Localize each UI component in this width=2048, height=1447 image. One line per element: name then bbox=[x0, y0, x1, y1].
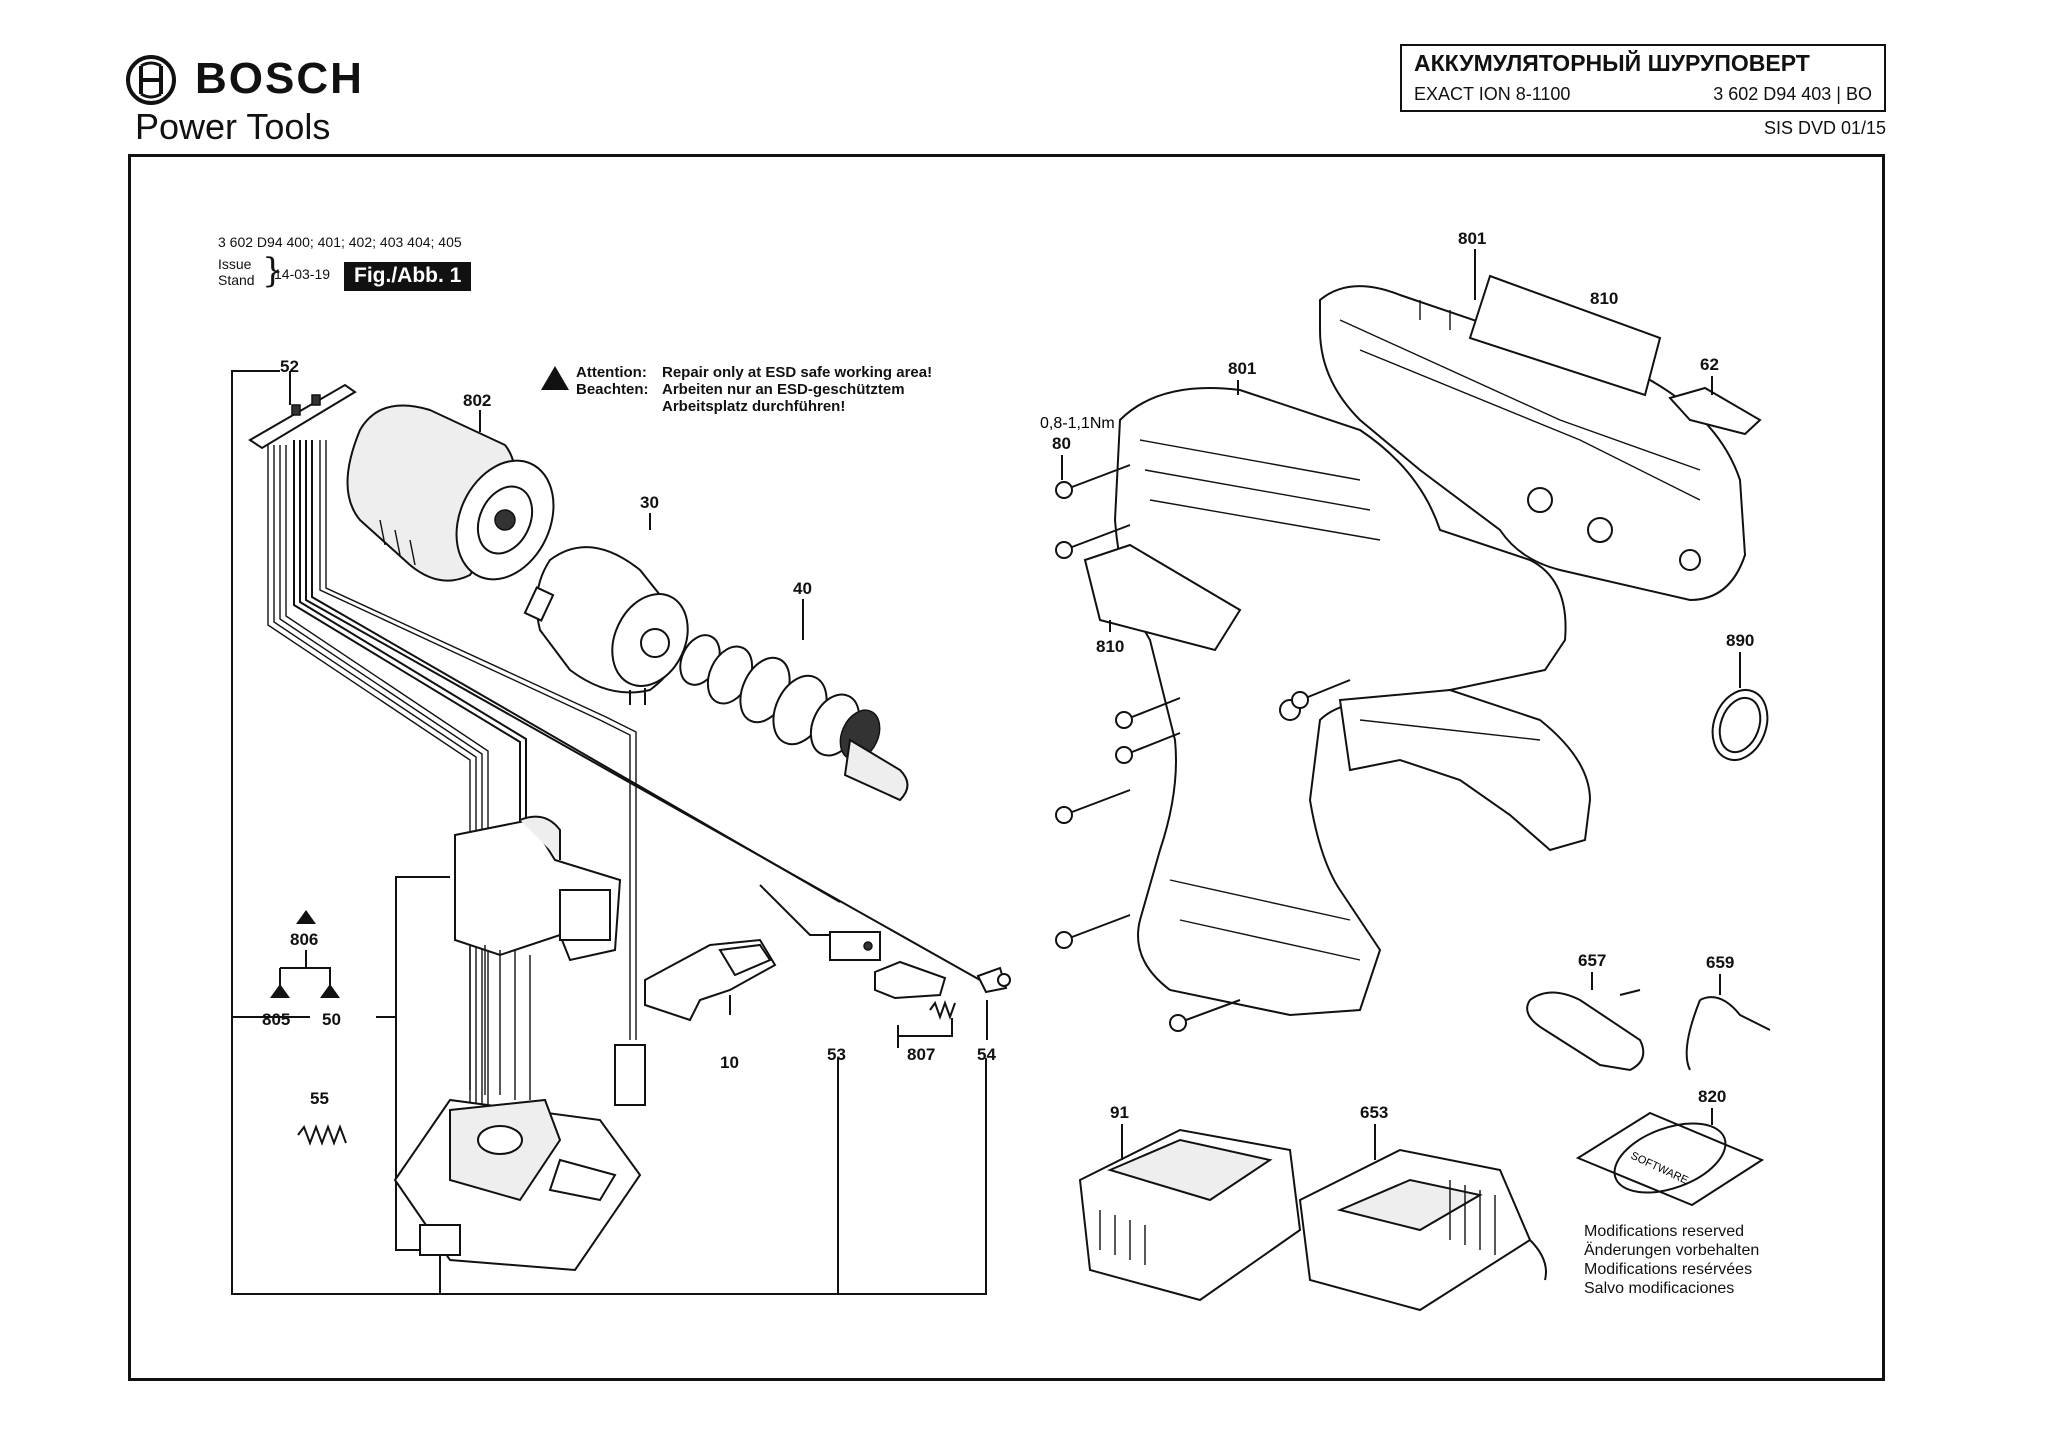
sis-version: SIS DVD 01/15 bbox=[1763, 118, 1886, 138]
issue-label: Issue bbox=[218, 256, 252, 272]
attention-text-de-1: Arbeiten nur an ESD-geschütztem bbox=[662, 381, 905, 398]
bosch-logo: BOSCH Power Tools bbox=[125, 52, 385, 152]
model-name: EXACT ION 8-1100 bbox=[1414, 84, 1571, 104]
attention-key-de: Beachten: bbox=[576, 381, 649, 398]
callout-659: 659 bbox=[1706, 953, 1734, 972]
brand-name: BOSCH bbox=[195, 54, 364, 103]
part-50-electronics-board bbox=[393, 1044, 646, 1272]
callout-890: 890 bbox=[1726, 631, 1754, 650]
part-807-slider bbox=[874, 960, 956, 1037]
triangle-50-icon bbox=[320, 984, 340, 998]
screw-6 bbox=[1055, 914, 1131, 949]
part-number: 3 602 D94 403 | BO bbox=[1713, 84, 1872, 104]
part-80-screws bbox=[1055, 464, 1351, 1032]
part-62-cap bbox=[1668, 386, 1762, 436]
esd-attention: Attention: Repair only at ESD safe workin… bbox=[576, 364, 932, 415]
callout-55: 55 bbox=[310, 1089, 329, 1108]
callout-50: 50 bbox=[322, 1010, 341, 1029]
callout-91: 91 bbox=[1110, 1103, 1129, 1122]
warning-triangle-icon bbox=[541, 366, 569, 390]
bosch-armature-icon bbox=[126, 55, 176, 105]
callout-653: 653 bbox=[1360, 1103, 1388, 1122]
screw-4 bbox=[1115, 732, 1181, 764]
callout-52: 52 bbox=[280, 357, 299, 376]
part-53-connector bbox=[829, 931, 881, 961]
issue-stand-labels: Issue Stand bbox=[218, 256, 255, 288]
part-10-trigger bbox=[644, 938, 777, 1022]
part-54-led bbox=[976, 966, 1011, 994]
screw-7 bbox=[1169, 999, 1241, 1032]
part-657-key bbox=[1526, 989, 1645, 1072]
brace-glyph: } bbox=[262, 251, 284, 291]
part-890-ring bbox=[1711, 689, 1769, 761]
screw-5 bbox=[1055, 789, 1131, 824]
callout-807: 807 bbox=[907, 1045, 935, 1064]
screw-8 bbox=[1291, 679, 1351, 709]
part-806-switch-module bbox=[454, 815, 622, 1100]
callout-802: 802 bbox=[463, 391, 491, 410]
callout-30: 30 bbox=[640, 493, 659, 512]
brand-subtitle: Power Tools bbox=[135, 106, 331, 147]
part-802-motor bbox=[346, 404, 555, 582]
callout-810-side: 810 bbox=[1096, 637, 1124, 656]
figure-label: Fig./Abb. 1 bbox=[344, 262, 472, 291]
part-810-label-side bbox=[1083, 543, 1242, 652]
callout-62: 62 bbox=[1700, 355, 1719, 374]
title-block: АККУМУЛЯТОРНЫЙ ШУРУПОВЕРТ EXACT ION 8-11… bbox=[1400, 44, 1886, 112]
callout-805: 805 bbox=[262, 1010, 290, 1029]
applicable-numbers: 3 602 D94 400; 401; 402; 403 404; 405 bbox=[218, 234, 462, 250]
callout-810-top: 810 bbox=[1590, 289, 1618, 308]
callout-54: 54 bbox=[977, 1045, 996, 1064]
part-40-spindle bbox=[679, 634, 909, 802]
callout-657: 657 bbox=[1578, 951, 1606, 970]
attention-text-de-2: Arbeitsplatz durchführen! bbox=[662, 398, 846, 415]
mod-line-de: Änderungen vorbehalten bbox=[1584, 1242, 1760, 1259]
callout-806: 806 bbox=[290, 930, 318, 949]
diagram-frame bbox=[128, 154, 1885, 1381]
screw-2 bbox=[1055, 524, 1131, 559]
callout-10: 10 bbox=[720, 1053, 739, 1072]
callout-801-top: 801 bbox=[1458, 229, 1486, 248]
part-810-label-top bbox=[1468, 274, 1662, 397]
mod-line-es: Salvo modificaciones bbox=[1584, 1280, 1735, 1297]
part-30-gear-housing bbox=[523, 546, 689, 705]
part-91-battery bbox=[1078, 1128, 1302, 1302]
part-801-handle-shell bbox=[1338, 688, 1592, 852]
callout-80: 80 bbox=[1052, 434, 1071, 453]
part-801-housing-rear bbox=[1319, 285, 1747, 602]
callout-820: 820 bbox=[1698, 1087, 1726, 1106]
torque-spec: 0,8-1,1Nm bbox=[1040, 415, 1115, 432]
part-653-charger bbox=[1298, 1148, 1547, 1312]
issue-date: 14-03-19 bbox=[274, 266, 331, 282]
callout-53: 53 bbox=[827, 1045, 846, 1064]
product-title: АККУМУЛЯТОРНЫЙ ШУРУПОВЕРТ bbox=[1414, 50, 1810, 76]
part-659-clip bbox=[1685, 996, 1771, 1071]
part-820-software: SOFTWARE bbox=[1575, 1111, 1765, 1207]
reference-triangles bbox=[270, 910, 340, 998]
part-52-connector-plate bbox=[248, 371, 357, 450]
screw-1 bbox=[1055, 464, 1131, 499]
mod-line-en: Modifications reserved bbox=[1584, 1223, 1745, 1240]
triangle-805-icon bbox=[270, 984, 290, 998]
modifications-note: Modifications reserved Änderungen vorbeh… bbox=[1584, 1222, 1759, 1298]
part-55-spring bbox=[297, 1124, 347, 1146]
attention-key-en: Attention: bbox=[576, 364, 647, 381]
callout-40: 40 bbox=[793, 579, 812, 598]
mod-line-fr: Modifications resérvées bbox=[1584, 1261, 1753, 1278]
screw-3 bbox=[1115, 697, 1181, 729]
callout-801-front: 801 bbox=[1228, 359, 1256, 378]
attention-text-en: Repair only at ESD safe working area! bbox=[662, 364, 933, 381]
triangle-806-icon bbox=[296, 910, 316, 924]
stand-label: Stand bbox=[218, 272, 255, 288]
